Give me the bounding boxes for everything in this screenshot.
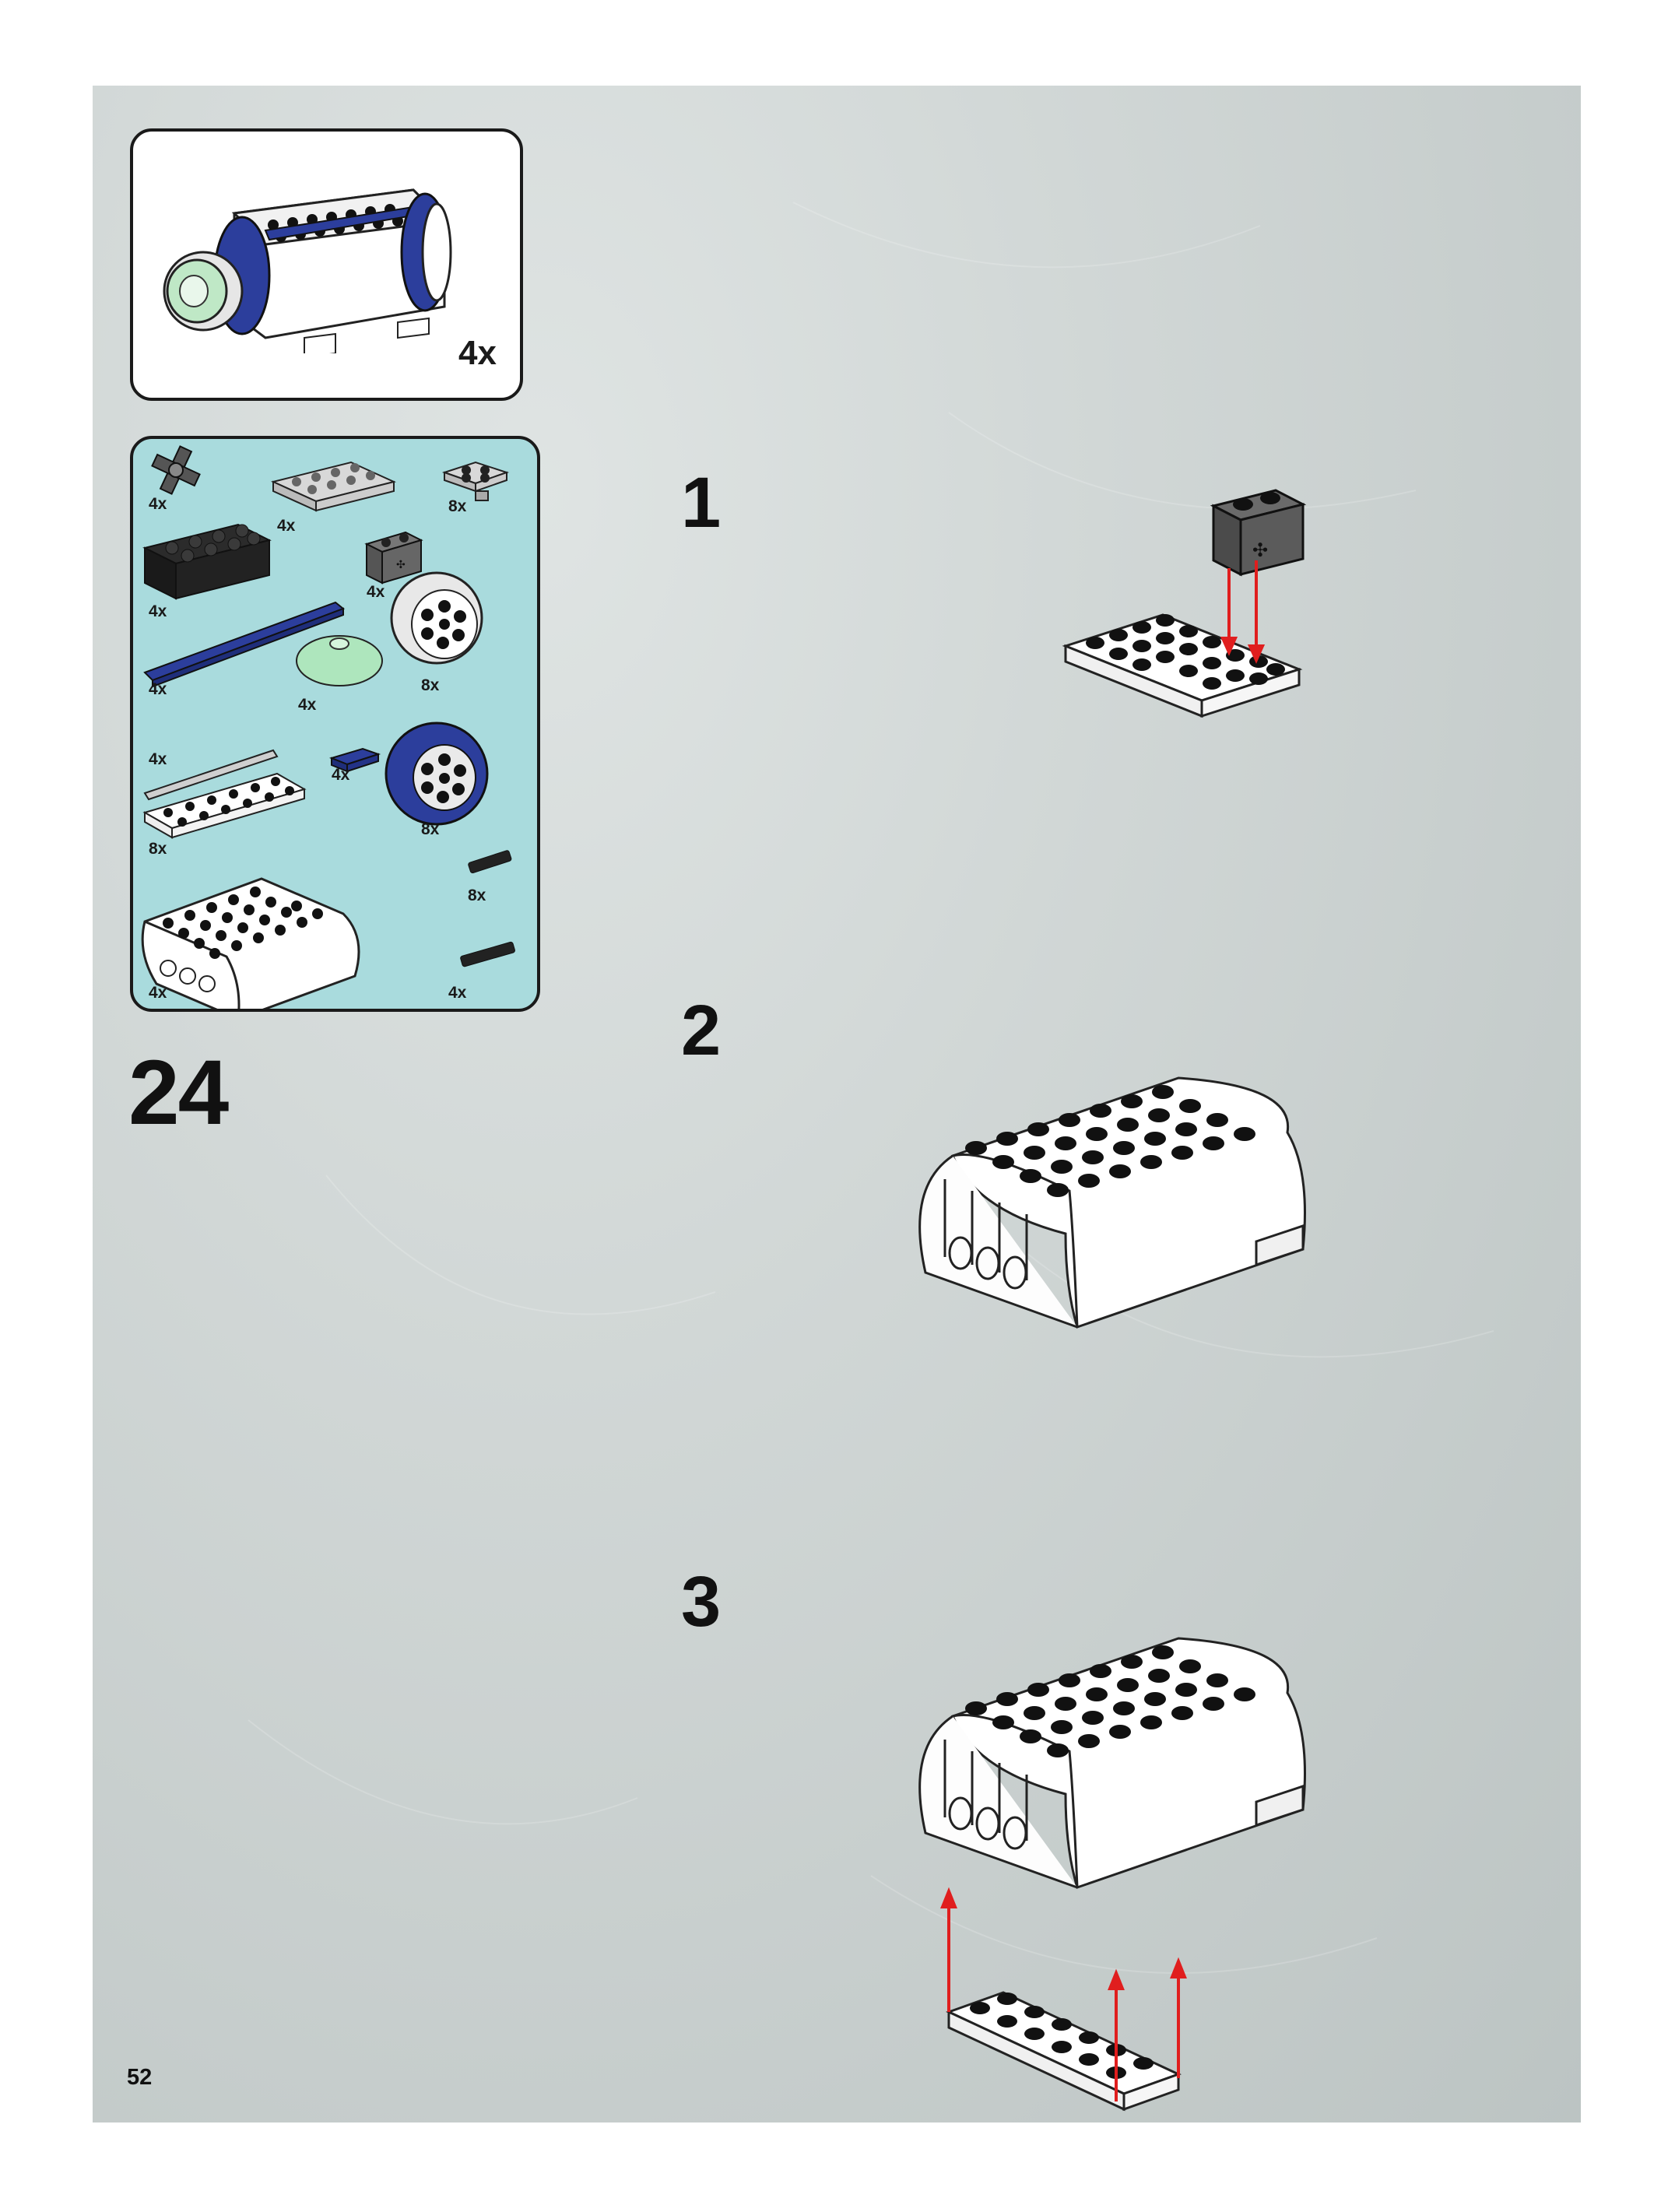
parts-illustrations: ✣: [133, 439, 537, 1009]
axle-pin-black-part: [460, 942, 515, 967]
plate-2x4-part: [273, 462, 394, 511]
technic-brick-part: ✣: [367, 532, 421, 583]
part-qty: 8x: [448, 497, 466, 516]
substep-3-illustration: [844, 1592, 1404, 2122]
brick-2x4-black-part: [145, 525, 269, 599]
main-step-number: 24: [128, 1047, 227, 1139]
part-qty: 4x: [277, 517, 295, 535]
page-number: 52: [127, 2065, 152, 2091]
substep-number: 3: [681, 1566, 721, 1638]
part-qty: 4x: [149, 680, 167, 699]
part-qty: 8x: [149, 840, 167, 858]
part-qty: 4x: [149, 984, 167, 1002]
parts-list: ✣: [130, 436, 540, 1012]
submodel-quantity: 4x: [458, 334, 497, 373]
cross-axle-connector-part: [152, 446, 199, 493]
dish-green-part: [297, 636, 382, 686]
part-qty: 4x: [149, 750, 167, 769]
substep-number: 2: [681, 995, 721, 1066]
part-qty: 4x: [149, 602, 167, 621]
submodel-callout: 4x: [130, 128, 523, 401]
plate-2x6-white-part: [145, 774, 304, 837]
submodel-illustration: [149, 159, 476, 353]
svg-text:✣: ✣: [1252, 540, 1268, 561]
slope-curved-white-part: [142, 879, 359, 1009]
part-qty: 8x: [421, 676, 439, 695]
part-qty: 4x: [448, 984, 466, 1002]
part-qty: 4x: [367, 583, 385, 602]
svg-text:✣: ✣: [396, 558, 406, 571]
part-qty: 4x: [332, 766, 349, 785]
wheel-white-part: [392, 573, 482, 663]
part-qty: 4x: [149, 495, 167, 514]
plate-2x2-clip-part: [444, 462, 507, 500]
part-qty: 8x: [421, 820, 439, 839]
pin-black-part: [468, 850, 512, 873]
substep-number: 1: [681, 467, 721, 539]
instruction-page: 4x: [93, 86, 1581, 2122]
substep-2-illustration: [844, 1031, 1404, 1467]
substep-1-illustration: ✣: [1042, 483, 1400, 763]
tire-blue-part: [386, 723, 487, 824]
part-qty: 8x: [468, 887, 486, 905]
part-qty: 4x: [298, 696, 316, 715]
